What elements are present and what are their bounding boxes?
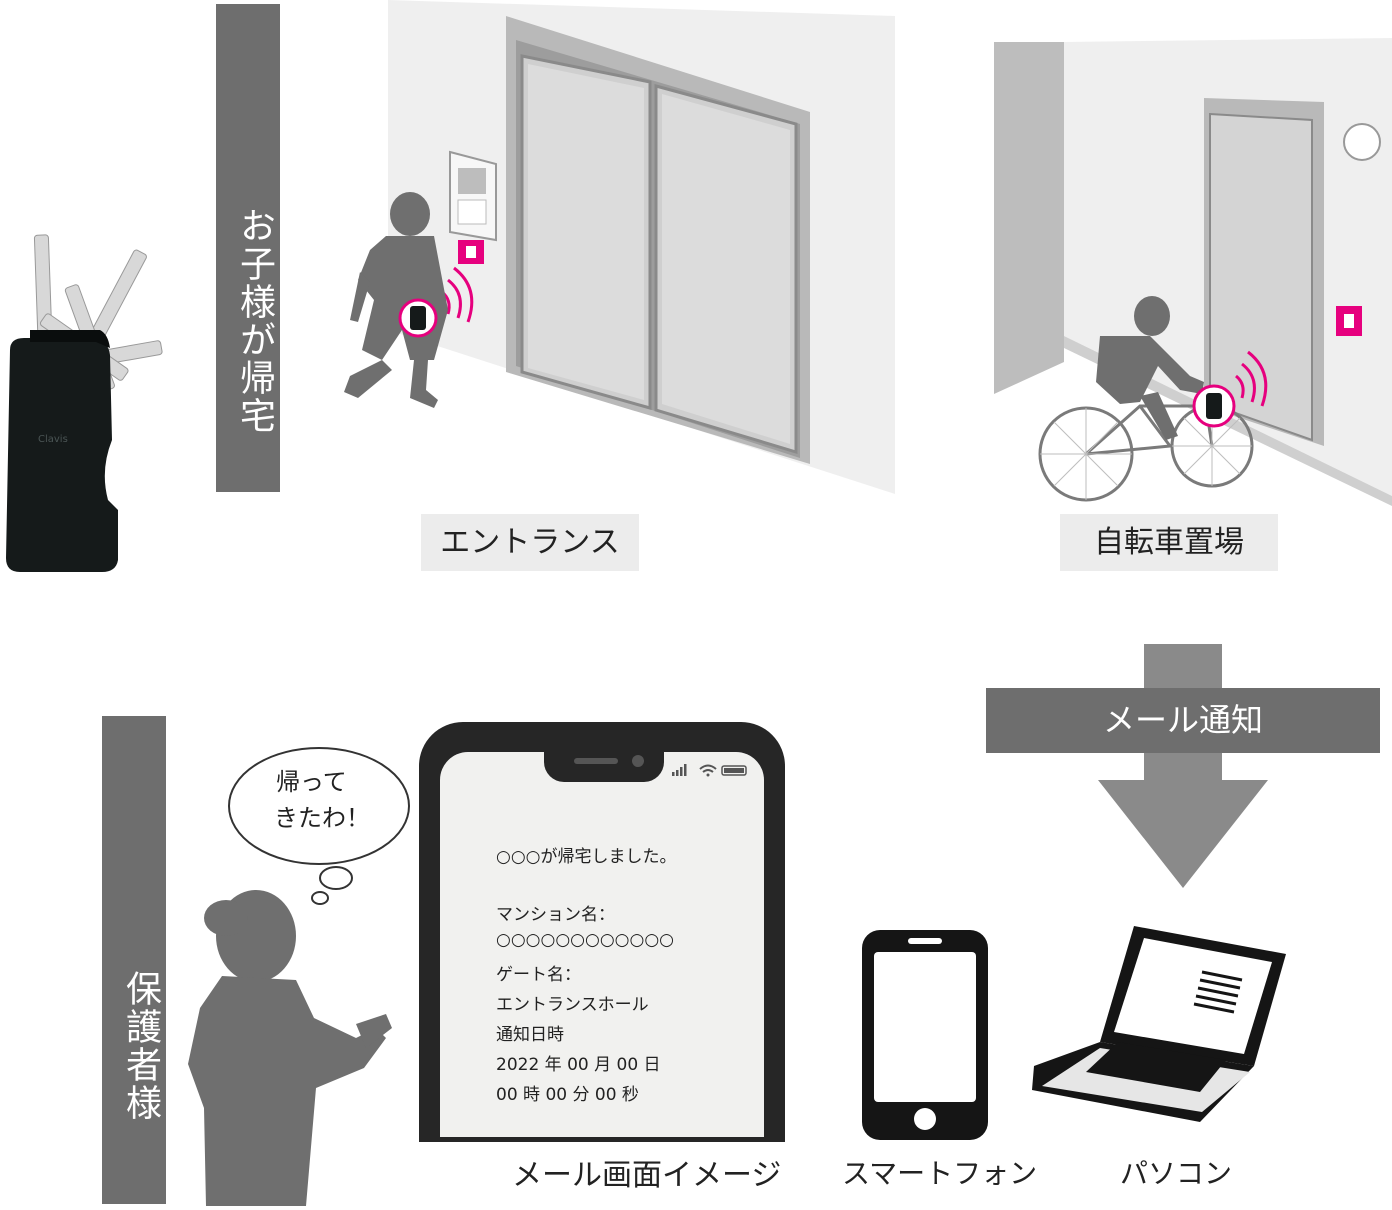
mail-line-4: ゲート名： — [496, 965, 581, 985]
mail-line-7: 2022 年 00 月 00 日 — [496, 1055, 661, 1075]
speech-bubble — [226, 744, 416, 914]
mail-screen-image-label: メール画面イメージ — [512, 1158, 782, 1193]
camera-icon — [632, 755, 644, 767]
mail-line-0: ○○○が帰宅しました。 — [496, 847, 677, 867]
mail-notification-label: メール通知 — [1102, 701, 1263, 739]
guardian-silhouette — [186, 888, 396, 1206]
key-brand: Clavis — [38, 434, 68, 445]
laptop-icon — [1030, 926, 1292, 1122]
speaker-grill — [574, 758, 618, 764]
bicycle-parking-scene — [990, 36, 1392, 516]
bicycle-parking-label: 自転車置場 — [1094, 525, 1244, 560]
child-return-label: お子様が帰宅 — [234, 207, 275, 435]
entrance-label-box: エントランス — [421, 514, 639, 571]
key-fob-illustration: Clavis — [0, 230, 200, 580]
child-return-bar: お子様が帰宅 — [216, 4, 280, 492]
down-arrow-icon — [1098, 644, 1268, 888]
guardian-label: 保護者様 — [120, 970, 161, 1122]
mail-line-6: 通知日時 — [496, 1025, 564, 1045]
mail-line-8: 00 時 00 分 00 秒 — [496, 1085, 639, 1105]
mail-line-2: マンション名： — [496, 905, 615, 925]
mail-line-5: エントランスホール — [496, 995, 649, 1015]
speech-bubble-line-1: 帰って — [276, 768, 347, 796]
speech-bubble-line-2: きたわ！ — [274, 804, 370, 832]
smartphone-label: スマートフォン — [842, 1157, 1038, 1190]
entrance-label: エントランス — [440, 525, 620, 560]
pc-label: パソコン — [1120, 1157, 1233, 1190]
phone-notch — [544, 752, 664, 782]
bicycle-parking-label-box: 自転車置場 — [1060, 514, 1278, 571]
signal-bars-icon — [672, 762, 752, 781]
entrance-scene — [330, 0, 900, 500]
guardian-bar: 保護者様 — [102, 716, 166, 1204]
smartphone-icon — [862, 930, 988, 1140]
mail-notification-banner: メール通知 — [986, 688, 1380, 753]
mail-phone-screen — [440, 752, 764, 1137]
mail-line-3: ○○○○○○○○○○○○ — [496, 930, 675, 950]
